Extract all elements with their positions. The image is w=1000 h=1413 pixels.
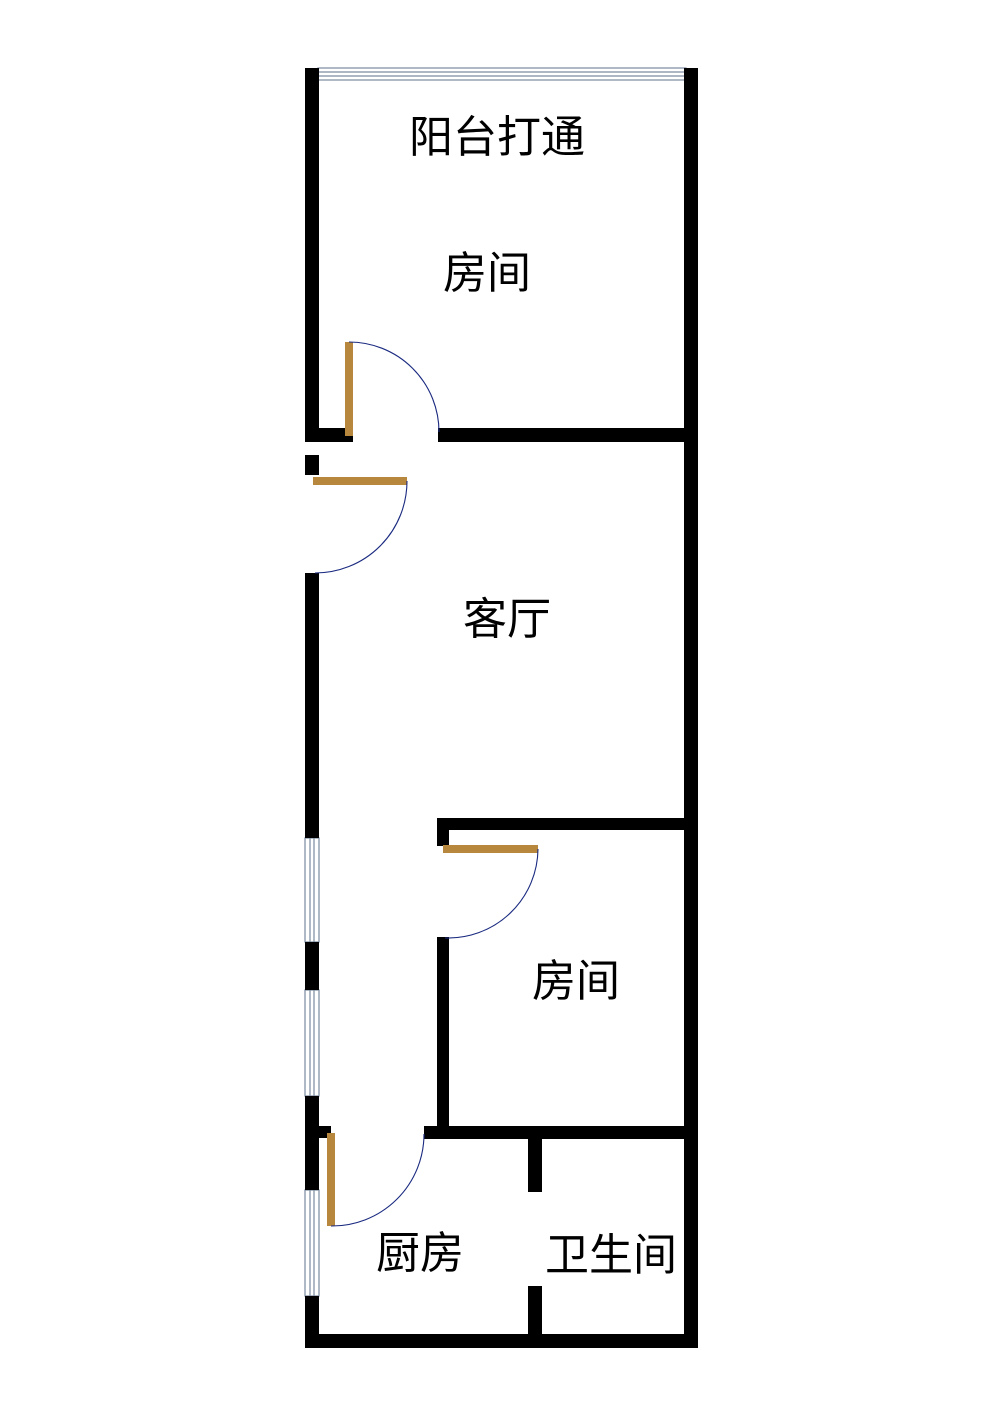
label-bathroom: 卫生间 bbox=[545, 1230, 677, 1281]
door-top-room-leaf bbox=[345, 342, 353, 436]
label-room-top: 房间 bbox=[443, 248, 531, 299]
wall-left-seg-5 bbox=[305, 1096, 319, 1190]
wall-middle-room-top bbox=[438, 818, 698, 830]
door-top-room-swing-arc bbox=[348, 341, 440, 433]
room-labels: 阳台打通 房间 客厅 房间 厨房 卫生间 bbox=[376, 112, 677, 1281]
door-kitchen bbox=[327, 1133, 425, 1227]
wall-middle-room-bottom bbox=[424, 1126, 698, 1139]
door-kitchen-leaf bbox=[327, 1133, 335, 1226]
window-left-lower bbox=[304, 1189, 320, 1297]
label-kitchen: 厨房 bbox=[376, 1228, 464, 1279]
door-entrance-swing-arc bbox=[314, 480, 408, 574]
door-entrance bbox=[313, 477, 408, 574]
wall-right bbox=[684, 68, 698, 1348]
door-entrance-leaf bbox=[313, 477, 407, 485]
wall-left-seg-3 bbox=[305, 573, 319, 838]
wall-left-seg-6 bbox=[305, 1296, 319, 1348]
window-left-middle bbox=[304, 989, 320, 1097]
wall-left-seg-2 bbox=[305, 455, 319, 475]
window-left-upper bbox=[304, 837, 320, 943]
wall-partition-lower bbox=[528, 1286, 542, 1348]
door-top-room bbox=[345, 341, 440, 436]
wall-middle-room-left bbox=[437, 937, 449, 1133]
door-middle-room bbox=[443, 845, 539, 939]
door-middle-room-swing-arc bbox=[444, 848, 539, 939]
wall-top-room-bottom-right bbox=[438, 428, 698, 442]
wall-top-room-bottom-left bbox=[305, 428, 353, 442]
walls bbox=[305, 68, 698, 1348]
wall-middle-room-left-stub bbox=[437, 818, 449, 846]
label-balcony-note: 阳台打通 bbox=[409, 112, 585, 163]
wall-bottom bbox=[305, 1334, 698, 1348]
door-kitchen-swing-arc bbox=[330, 1133, 425, 1227]
wall-left-seg-1 bbox=[305, 68, 319, 438]
wall-partition-upper bbox=[528, 1126, 542, 1192]
label-living-room: 客厅 bbox=[463, 594, 551, 645]
door-middle-room-leaf bbox=[443, 845, 538, 853]
label-room-middle: 房间 bbox=[532, 956, 620, 1007]
window-top bbox=[317, 67, 687, 81]
wall-left-seg-4 bbox=[305, 942, 319, 990]
doors bbox=[313, 341, 539, 1227]
